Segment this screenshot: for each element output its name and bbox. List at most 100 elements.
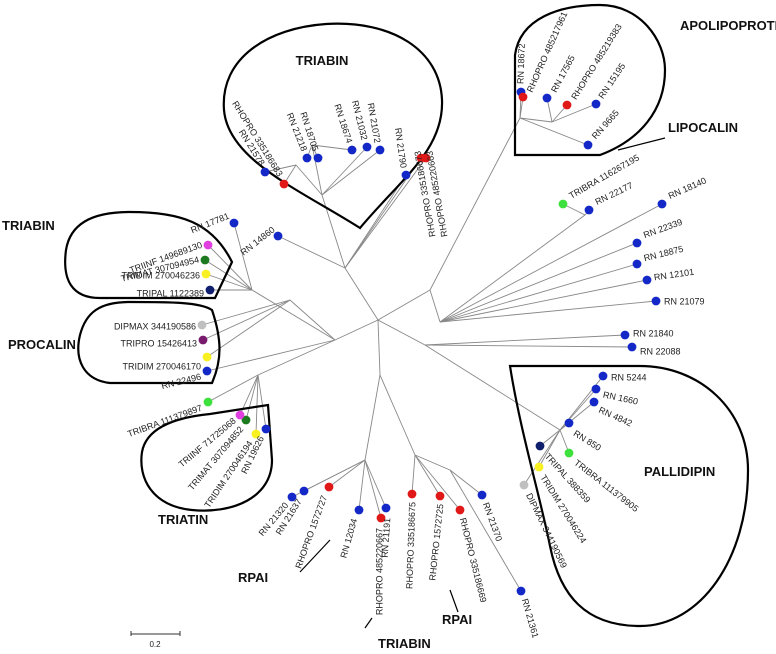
clade-label-rpai-left: RPAI xyxy=(238,570,268,585)
internal-branch xyxy=(364,374,381,461)
scale-bar-label: 0.2 xyxy=(149,640,161,649)
leaf-branch-rn-14860 xyxy=(277,235,346,269)
leaf-marker-rn-21320 xyxy=(287,492,297,502)
leaf-label-tridim-270046170: TRIDIM 270046170 xyxy=(122,361,201,371)
leaf-marker-tripro-15426413 xyxy=(198,335,208,345)
leaf-branch-rn-18875 xyxy=(439,263,638,323)
leaf-marker-tridim-270046194 xyxy=(251,429,261,439)
internal-branch xyxy=(334,319,379,341)
clade-labels: TRIABINAPOLIPOPROTEINLIPOCALINTRIABINPRO… xyxy=(2,18,776,651)
leaf-branch-rn-15195 xyxy=(551,103,597,123)
leaf-label-rn-18140: RN 18140 xyxy=(667,175,708,201)
leaf-label-rn-22339: RN 22339 xyxy=(642,217,684,240)
internal-branch xyxy=(251,289,336,341)
clade-outline-apolipoprotein xyxy=(513,3,667,157)
leaf-marker-tridim-270046236 xyxy=(201,269,211,279)
leaf-branch-rn-22496 xyxy=(206,339,336,372)
leaf-branch-rhopro-1572725 xyxy=(414,454,441,497)
internal-branch xyxy=(379,374,416,456)
leaf-marker-rn-17781 xyxy=(229,218,239,228)
leaf-marker-rhopro-335186675 xyxy=(407,489,417,499)
callout-line-triabin-bottom xyxy=(364,617,373,629)
leaf-label-rhopro-1572725: RHOPRO 1572725 xyxy=(427,503,445,581)
leaf-label-rn-21361: RN 21361 xyxy=(520,597,541,639)
leaf-marker-rn-15195 xyxy=(591,99,601,109)
leaf-marker-rn-18674 xyxy=(347,145,357,155)
leaf-marker-rn-22177 xyxy=(584,205,594,215)
leaf-marker-rn-5244 xyxy=(598,371,608,381)
leaf-label-dipmax-344190586: DIPMAX 344190586 xyxy=(114,321,196,331)
leaf-marker-rn-21079 xyxy=(651,296,661,306)
leaf-marker-rn-22088 xyxy=(627,342,637,352)
leaf-branch-rhopro-485220667 xyxy=(364,459,382,519)
internal-branch xyxy=(377,319,381,376)
leaf-marker-trimat-307094954 xyxy=(200,255,210,265)
leaf-marker-rn-21370 xyxy=(477,490,487,500)
leaf-marker-rn-18875 xyxy=(632,259,642,269)
clade-label-rpai-right: RPAI xyxy=(442,612,472,627)
leaf-marker-rn-12101 xyxy=(642,275,652,285)
leaf-label-rn-17781: RN 17781 xyxy=(189,211,230,235)
leaf-marker-rn-21790 xyxy=(401,170,411,180)
scale-bar-line xyxy=(130,631,181,636)
leaf-marker-triinf-71725068 xyxy=(235,410,245,420)
leaf-label-rn-17565: RN 17565 xyxy=(549,54,577,94)
leaf-label-rn-21790: RN 21790 xyxy=(393,127,409,169)
internal-branch xyxy=(311,144,323,196)
leaf-label-tribra-111379897: TRIBRA 111379897 xyxy=(126,403,203,439)
internal-branch xyxy=(377,289,431,321)
scale-bar: 0.2 xyxy=(130,631,181,649)
leaf-label-rn-18672: RN 18672 xyxy=(515,43,526,84)
internal-branch xyxy=(424,344,561,431)
leaf-label-rn-5244: RN 5244 xyxy=(611,372,647,382)
leaf-marker-tripal-1122389 xyxy=(205,285,215,295)
clade-outline-procalin xyxy=(77,300,221,385)
leaf-marker-rhopro-335186683 xyxy=(279,179,289,189)
leaf-marker-dipmax-344190569 xyxy=(519,480,529,490)
leaf-marker-rn-12034 xyxy=(354,505,364,515)
leaf-label-rn-21079: RN 21079 xyxy=(664,296,705,306)
leaf-marker-rn-21072 xyxy=(375,145,385,155)
leaf-branch-tribra-111379897 xyxy=(207,374,259,403)
leaf-label-rn-21840: RN 21840 xyxy=(633,328,674,338)
leaf-marker-tribra-111379897 xyxy=(203,397,213,407)
leaf-marker-rhopro-485220667 xyxy=(376,513,386,523)
internal-branch xyxy=(344,267,379,321)
clade-outline-triatin xyxy=(140,403,274,512)
internal-branch xyxy=(289,299,336,341)
clade-label-triabin-left: TRIABIN xyxy=(2,218,55,233)
leaf-label-rn-4842: RN 4842 xyxy=(597,405,634,429)
clade-label-procalin: PROCALIN xyxy=(8,337,76,352)
leaf-branch-dipmax-344190586 xyxy=(201,299,291,326)
internal-branch xyxy=(414,454,451,471)
callout-line-lipocalin xyxy=(617,137,666,151)
leaf-branch-rn-21370 xyxy=(449,469,483,496)
leaf-marker-rn-14860 xyxy=(273,231,283,241)
leaf-branch-rn-17781 xyxy=(233,222,253,291)
leaf-label-rn-18674: RN 18674 xyxy=(332,103,354,145)
leaf-marker-rn-1660 xyxy=(591,384,601,394)
internal-branch xyxy=(429,289,441,323)
clade-outline-triabin-top xyxy=(222,22,444,230)
leaf-branch-dipmax-344190569 xyxy=(523,429,561,486)
leaf-marker-rhopro-1572727 xyxy=(324,482,334,492)
leaf-marker-rn-17565 xyxy=(542,93,552,103)
leaf-label-rn-1660: RN 1660 xyxy=(602,389,639,406)
internal-branch xyxy=(519,117,553,123)
leaf-marker-tribra-116267195 xyxy=(558,199,568,209)
leaf-label-rn-22088: RN 22088 xyxy=(640,346,681,356)
leaf-branch-rn-21032 xyxy=(321,146,368,196)
clade-label-pallidipin: PALLIDIPIN xyxy=(644,464,715,479)
leaf-markers xyxy=(197,87,667,596)
clade-outline-pallidipin xyxy=(508,364,750,628)
leaf-label-rn-14860: RN 14860 xyxy=(239,225,277,258)
leaf-marker-rhopro-335186669 xyxy=(455,505,465,515)
leaf-label-rn-21370: RN 21370 xyxy=(481,501,504,543)
leaf-branch-trimat-307094852 xyxy=(245,374,259,421)
leaf-marker-rn-21191 xyxy=(381,503,391,513)
leaf-marker-trimat-307094852 xyxy=(241,415,251,425)
leaf-branch-rn-21191 xyxy=(364,459,387,509)
clade-label-apolipoprotein: APOLIPOPROTEIN xyxy=(680,18,776,33)
leaf-marker-tridim-270046224 xyxy=(534,462,544,472)
